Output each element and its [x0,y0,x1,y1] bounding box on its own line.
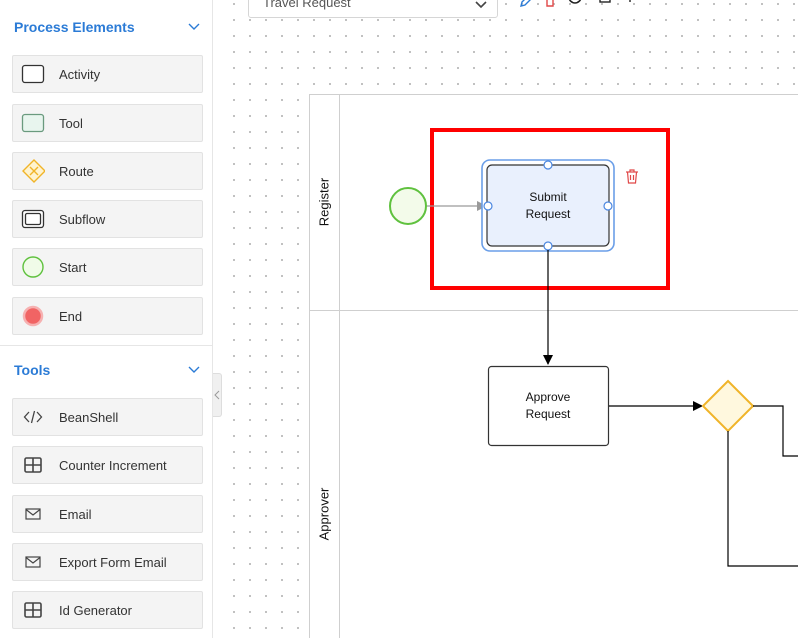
palette-item-counter-increment[interactable]: Counter Increment [12,446,203,484]
palette-item-label: Id Generator [59,602,132,618]
palette-item-id-generator[interactable]: Id Generator [12,591,203,629]
palette-item-label: Subflow [59,211,106,227]
grid-icon [21,598,45,622]
tool-icon [21,111,45,135]
palette-item-tool[interactable]: Tool [12,104,203,142]
copy-icon[interactable] [598,0,614,8]
sidebar-collapse-handle[interactable] [213,373,222,417]
chevron-left-icon [214,390,220,400]
palette-item-label: BeanShell [59,409,119,425]
activity-icon [21,62,45,86]
process-select-value: Travel Request [263,0,351,10]
connection-handle-top[interactable] [543,160,553,170]
palette-item-beanshell[interactable]: BeanShell [12,398,203,436]
palette-item-label: Tool [59,115,83,131]
palette-item-label: Route [59,163,94,179]
start-event[interactable] [389,187,427,225]
palette-item-label: Counter Increment [59,457,167,473]
section-divider [0,345,212,346]
palette-item-subflow[interactable]: Subflow [12,200,203,238]
process-elements-title: Process Elements [14,19,135,35]
tools-header[interactable]: Tools [0,350,212,390]
grid-icon [21,453,45,477]
edit-icon[interactable] [518,0,534,8]
tools-title: Tools [14,362,51,378]
start-icon [21,255,45,279]
lane-label-register[interactable]: Register [317,177,332,226]
process-select[interactable]: Travel Request [248,0,498,18]
palette-item-end[interactable]: End [12,297,203,335]
end-icon [21,304,45,328]
plus-icon[interactable] [622,0,638,8]
chevron-down-icon[interactable] [187,20,201,34]
palette-item-activity[interactable]: Activity [12,55,203,93]
palette-item-label: Export Form Email [59,554,167,570]
activity-submit-request[interactable]: Submit Request [481,159,615,252]
chevron-down-icon[interactable] [187,363,201,377]
connection-handle-bottom[interactable] [543,241,553,251]
code-icon [21,405,45,429]
flow-route-right[interactable] [753,405,798,457]
connection-handle-left[interactable] [483,201,493,211]
palette-item-label: End [59,308,83,324]
palette-item-label: Activity [59,66,101,82]
palette-item-email[interactable]: Email [12,495,203,533]
delete-icon[interactable] [542,0,558,8]
activity-label-line1: Submit [529,190,567,204]
chevron-down-icon [475,0,487,12]
palette-item-export-form-email[interactable]: Export Form Email [12,543,203,581]
lane-label-approver[interactable]: Approver [317,487,332,540]
activity-label-line1: Approve [526,390,571,404]
trash-icon[interactable] [626,169,638,184]
subflow-icon [21,207,45,231]
mail-icon [21,502,45,526]
mail-icon [21,550,45,574]
activity-label-line2: Request [526,207,571,221]
sidebar: Process Elements Activity Tool Route Sub… [0,0,213,638]
activity-approve-request[interactable]: Approve Request [487,365,610,447]
info-icon[interactable] [567,0,583,8]
flow-route-down[interactable] [727,431,798,567]
route-icon [21,159,45,183]
palette-item-label: Start [59,259,87,275]
palette-item-start[interactable]: Start [12,248,203,286]
activity-label-line2: Request [526,407,571,421]
process-elements-header[interactable]: Process Elements [0,7,212,47]
palette-item-label: Email [59,506,92,522]
selection-highlight [430,128,670,290]
palette-item-route[interactable]: Route [12,152,203,190]
connection-handle-right[interactable] [603,201,613,211]
